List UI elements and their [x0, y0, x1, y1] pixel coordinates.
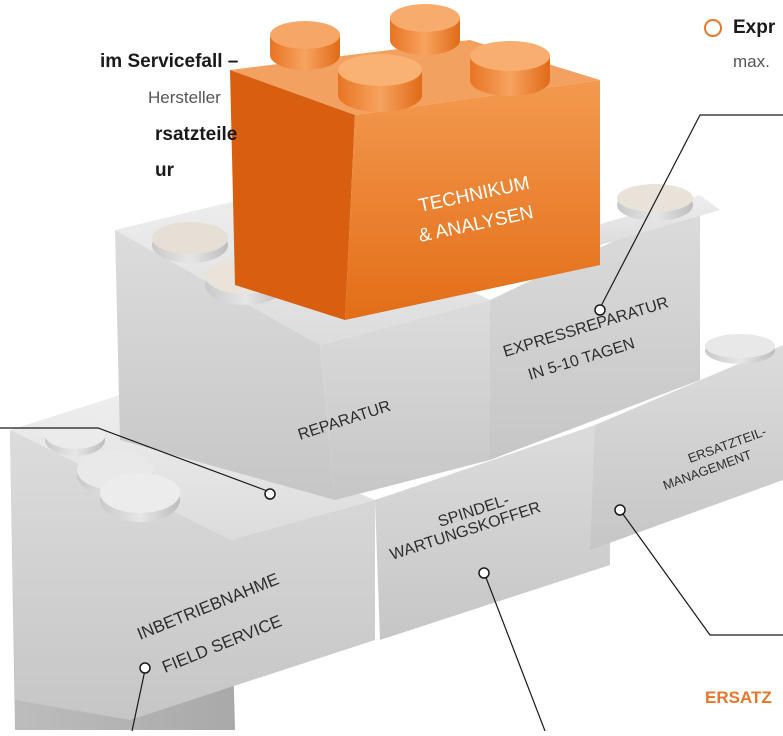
callout-express-line [599, 114, 783, 309]
callout-lines [0, 114, 783, 732]
dot-spindel [478, 567, 490, 579]
callout-spindel-line [484, 574, 546, 732]
block-ersatzteil [590, 334, 783, 550]
dot-inbetrieb [139, 662, 151, 674]
callout-inbetrieb-line [131, 669, 146, 732]
left-text-line4: ur [155, 160, 174, 181]
bullet-circle-icon [704, 19, 722, 37]
dot-express [594, 304, 606, 316]
callout-reparatur-line [0, 427, 271, 493]
callout-ersatzteil-line [619, 509, 783, 636]
left-text-line3: rsatzteile [155, 124, 238, 145]
left-text-line1: im Servicefall – [100, 51, 239, 72]
right-bullet-sub: max. [733, 52, 770, 71]
block-technikum [230, 4, 600, 320]
right-bullet-bold: Expr [733, 17, 776, 38]
left-text-line2: Hersteller [148, 88, 221, 107]
ersatz-section-label: ERSATZ [705, 688, 772, 707]
block-spindel [375, 420, 610, 640]
dot-ersatzteil [614, 504, 626, 516]
callout-dots [139, 304, 626, 674]
block-express [490, 184, 720, 460]
dot-reparatur [264, 488, 276, 500]
